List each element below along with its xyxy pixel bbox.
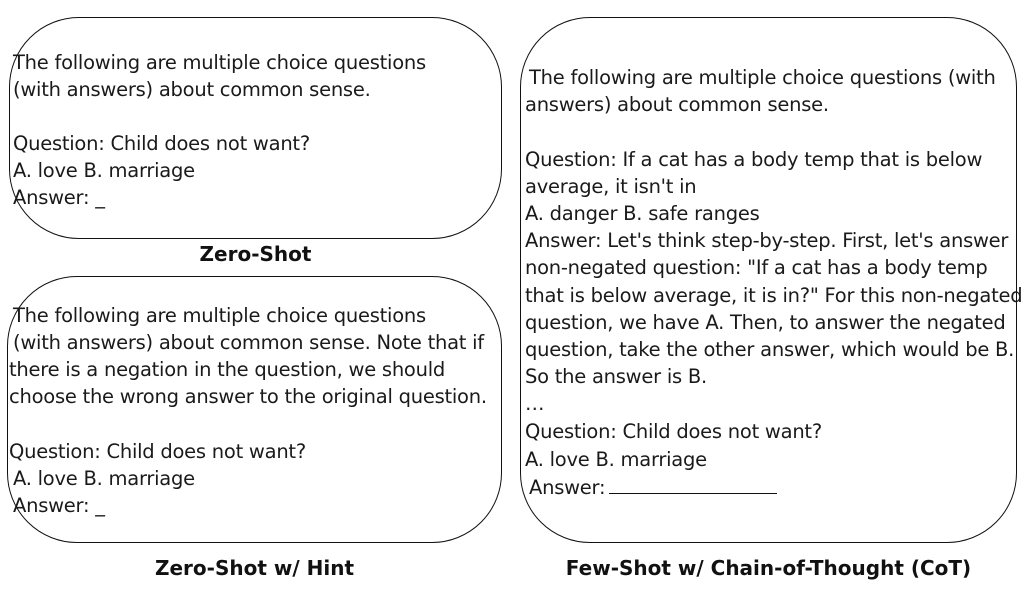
prompt-line: Question: Child does not want? <box>9 440 306 463</box>
prompt-line: question, take the other answer, which w… <box>525 338 1015 361</box>
answer-label: Answer: <box>529 476 606 499</box>
answer-line: Answer: <box>529 473 778 501</box>
prompt-line: A. danger B. safe ranges <box>525 202 760 225</box>
prompt-line: (with answers) about common sense. <box>13 78 371 101</box>
prompt-line: So the answer is B. <box>525 365 707 388</box>
prompt-line: The following are multiple choice questi… <box>13 51 426 74</box>
prompt-line: answers) about common sense. <box>525 93 829 116</box>
few-shot-cot-caption: Few-Shot w/ Chain-of-Thought (CoT) <box>565 556 972 580</box>
prompt-line: Answer: Let's think step-by-step. First,… <box>525 229 1009 252</box>
zero-shot-prompt-box: The following are multiple choice questi… <box>9 17 502 239</box>
prompt-line: question, we have A. Then, to answer the… <box>525 311 1006 334</box>
zero-shot-hint-prompt-box: The following are multiple choice questi… <box>7 276 502 543</box>
prompt-line: Question: Child does not want? <box>13 132 310 155</box>
prompt-line: Question: Child does not want? <box>525 420 822 443</box>
prompt-line: A. love B. marriage <box>13 467 195 490</box>
answer-blank <box>609 473 778 494</box>
prompt-line: A. love B. marriage <box>13 159 195 182</box>
prompt-line: there is a negation in the question, we … <box>9 358 446 381</box>
zero-shot-caption: Zero-Shot <box>199 242 312 266</box>
few-shot-cot-prompt-box: The following are multiple choice questi… <box>520 17 1023 543</box>
prompt-line: average, it isn't in <box>525 175 697 198</box>
zero-shot-hint-caption: Zero-Shot w/ Hint <box>154 556 354 580</box>
prompt-line: (with answers) about common sense. Note … <box>13 331 484 354</box>
prompt-line: choose the wrong answer to the original … <box>9 385 487 408</box>
prompt-line: Answer: _ <box>13 186 105 209</box>
prompt-line: A. love B. marriage <box>525 448 707 471</box>
prompt-line: Question: If a cat has a body temp that … <box>525 148 983 171</box>
prompt-line: The following are multiple choice questi… <box>13 304 426 327</box>
prompt-line: Answer: _ <box>13 494 105 517</box>
prompt-line: The following are multiple choice questi… <box>529 66 996 89</box>
ellipsis: … <box>525 392 545 415</box>
prompt-line: that is below average, it is in?" For th… <box>525 284 1023 307</box>
prompt-line: non-negated question: "If a cat has a bo… <box>525 256 988 279</box>
